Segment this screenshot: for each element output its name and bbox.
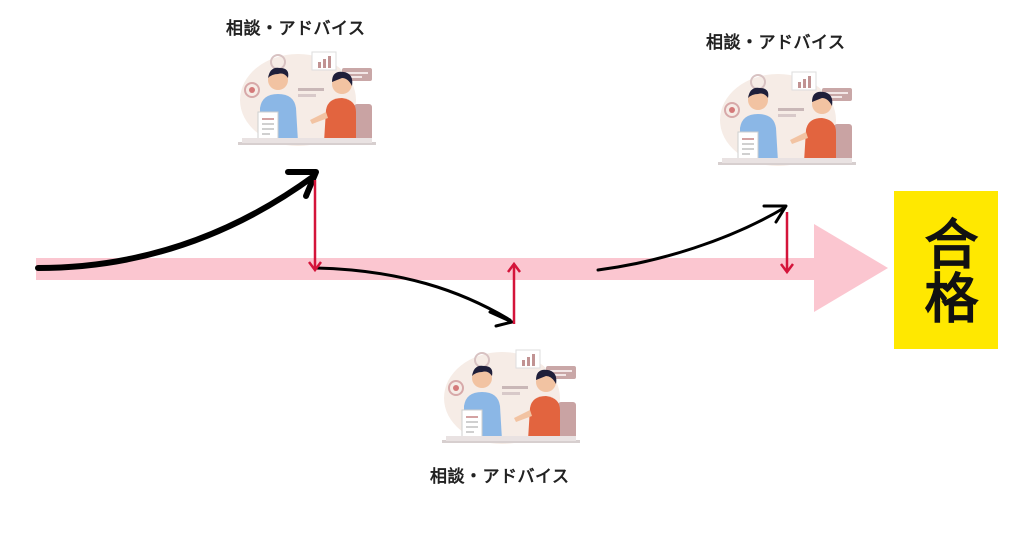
step-label-1: 相談・アドバイス — [226, 19, 366, 39]
red-arrow-up-2-head — [507, 261, 521, 273]
consultation-illustration-3 — [717, 71, 857, 167]
curve-arrow-1 — [35, 173, 317, 271]
goal-label: 合格 — [915, 216, 978, 324]
red-arrow-down-3-head — [780, 263, 794, 275]
consultation-illustration-1 — [237, 51, 377, 147]
curve-arrow-2 — [314, 266, 512, 322]
curve-arrow-1-head — [285, 169, 319, 199]
consultation-illustration-2 — [441, 349, 581, 445]
progress-track — [36, 258, 816, 280]
curve-arrow-3 — [596, 206, 786, 272]
progress-track-arrowhead — [814, 224, 888, 312]
step-label-3: 相談・アドバイス — [706, 33, 846, 53]
red-arrow-down-1-head — [308, 261, 322, 273]
curve-arrow-3-head — [762, 204, 788, 224]
step-label-2: 相談・アドバイス — [430, 467, 570, 487]
goal-box: 合格 — [894, 191, 998, 349]
curve-arrow-2-head — [488, 310, 514, 328]
